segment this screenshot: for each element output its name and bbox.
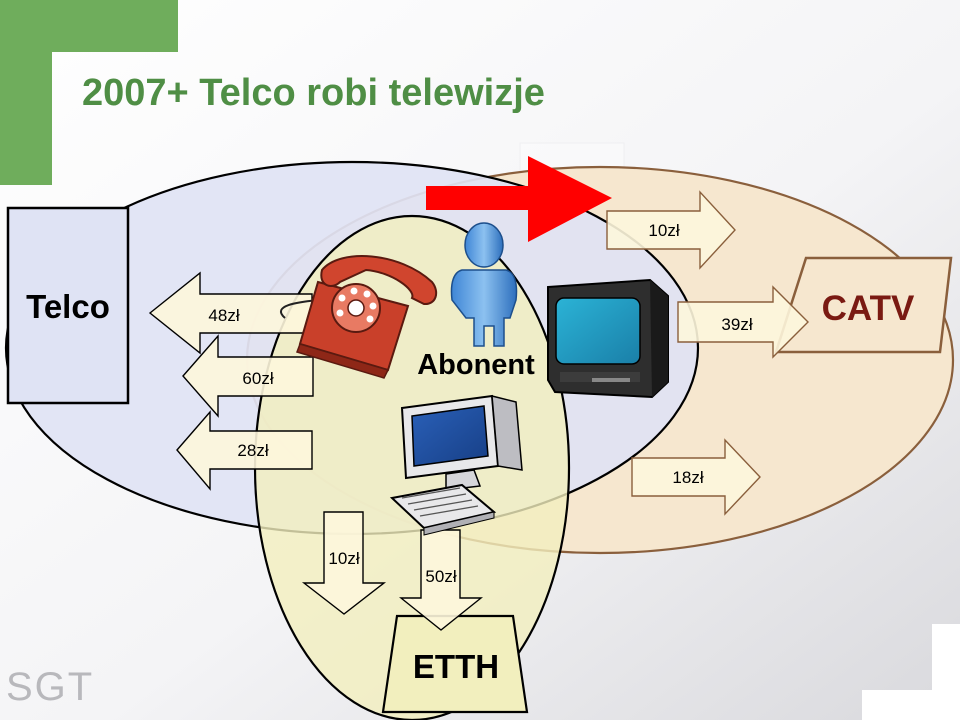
corner-accent bbox=[0, 0, 178, 185]
flow-label-48: 48zł bbox=[208, 306, 239, 325]
page-title: 2007+ Telco robi telewizje bbox=[82, 72, 545, 114]
etth-label: ETTH bbox=[413, 648, 499, 685]
abonent-label: Abonent bbox=[417, 349, 535, 381]
corner-panel bbox=[862, 624, 960, 720]
catv-box: CATV bbox=[774, 256, 953, 354]
flow-label-10-etth: 10zł bbox=[328, 549, 359, 568]
flow-arrow-50: 50zł bbox=[399, 529, 483, 631]
tv-icon bbox=[547, 278, 669, 399]
person-icon bbox=[450, 222, 518, 347]
flow-label-60: 60zł bbox=[242, 369, 273, 388]
big-red-arrow bbox=[426, 156, 612, 242]
telco-label: Telco bbox=[26, 288, 110, 325]
flow-label-10-catv: 10zł bbox=[648, 221, 679, 240]
sgt-logo: SGT bbox=[6, 665, 94, 709]
flow-label-28: 28zł bbox=[237, 441, 268, 460]
flow-arrow-48: 48zł bbox=[148, 271, 313, 355]
flow-arrow-28: 28zł bbox=[176, 410, 313, 491]
computer-icon bbox=[389, 394, 523, 536]
catv-label: CATV bbox=[822, 289, 915, 328]
telephone-icon bbox=[280, 255, 438, 379]
flow-arrow-39: 39zł bbox=[677, 285, 809, 359]
etth-box: ETTH bbox=[381, 614, 529, 714]
flow-label-18: 18zł bbox=[672, 468, 703, 487]
flow-arrow-60: 60zł bbox=[182, 334, 314, 418]
flow-arrow-10-catv: 10zł bbox=[606, 190, 736, 270]
flow-label-50: 50zł bbox=[425, 567, 456, 586]
telco-box: Telco bbox=[6, 206, 130, 405]
flow-arrow-10-etth: 10zł bbox=[301, 511, 387, 615]
flow-arrow-18: 18zł bbox=[631, 438, 761, 516]
flow-label-39: 39zł bbox=[721, 315, 752, 334]
